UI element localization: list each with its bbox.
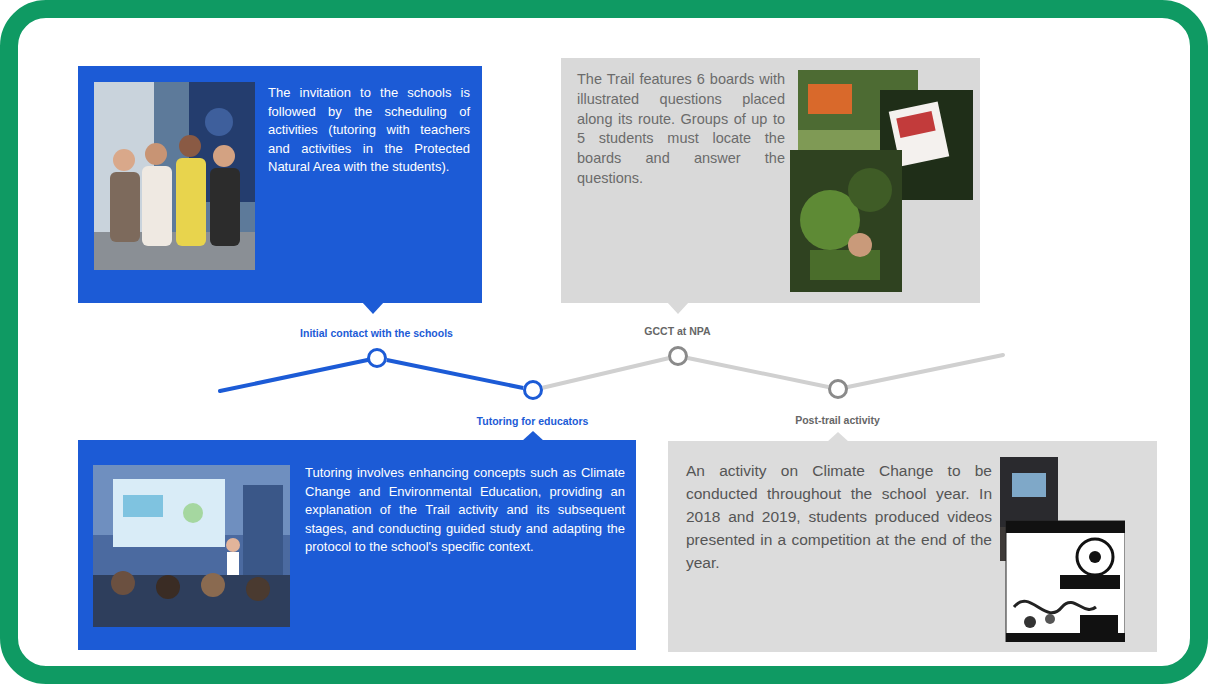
- stage-label: Post-trail activity: [795, 414, 880, 427]
- trail-photos: [790, 70, 973, 292]
- timeline-segment: [543, 358, 669, 387]
- timeline-point: GCCT at NPA: [668, 346, 688, 366]
- stage-card: The invitation to the schools is followe…: [78, 66, 482, 303]
- timeline-point: Tutoring for educators: [523, 380, 543, 400]
- timeline-start: [220, 358, 377, 391]
- stage-card: The Trail features 6 boards with illustr…: [561, 58, 980, 303]
- timeline-segment: [387, 360, 523, 388]
- stage-description: The invitation to the schools is followe…: [268, 66, 470, 177]
- timeline-point: Initial contact with the schools: [367, 348, 387, 368]
- timeline-point: Post-trail activity: [828, 379, 848, 399]
- classroom-photo: [93, 465, 290, 627]
- stage-description: An activity on Climate Change to be cond…: [686, 441, 992, 574]
- group-photo: [94, 82, 255, 270]
- stage-description: Tutoring involves enhancing concepts suc…: [305, 440, 625, 557]
- stage-label: Initial contact with the schools: [300, 327, 453, 340]
- card-pointer: [362, 302, 384, 314]
- stage-label: GCCT at NPA: [644, 325, 710, 338]
- stage-card: An activity on Climate Change to be cond…: [668, 441, 1157, 652]
- stage-card: Tutoring involves enhancing concepts suc…: [78, 440, 636, 650]
- stage-description: The Trail features 6 boards with illustr…: [577, 58, 785, 189]
- video-photos: [1000, 457, 1125, 642]
- card-pointer: [667, 302, 689, 314]
- timeline-segment: [688, 358, 828, 387]
- stage-label: Tutoring for educators: [477, 415, 589, 428]
- timeline-end: [838, 355, 1003, 389]
